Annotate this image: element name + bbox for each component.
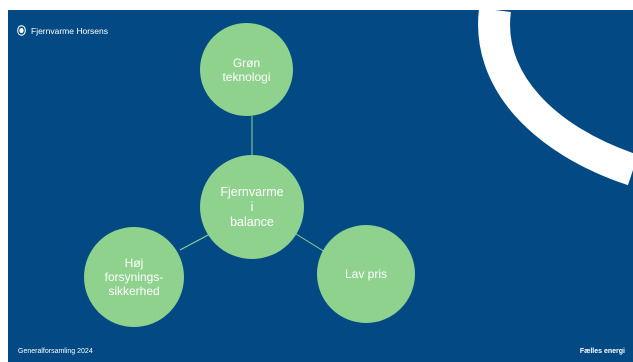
node-center: Fjernvarme i balance: [200, 155, 304, 259]
node-center-label: Fjernvarme i balance: [220, 184, 284, 229]
decorative-arc: [478, 10, 633, 186]
footer-event: Generalforsamling 2024: [18, 348, 93, 355]
slide: Fjernvarme Horsens Grøn teknologi Fjernv…: [8, 10, 633, 362]
fjernvarme-logo-icon: [17, 25, 26, 36]
brand: Fjernvarme Horsens: [17, 25, 108, 36]
footer-tagline: Fælles energi: [579, 348, 625, 355]
connector-left: [179, 233, 211, 251]
brand-name: Fjernvarme Horsens: [31, 25, 108, 36]
connector-right: [295, 233, 326, 253]
node-right: Lav pris: [317, 225, 415, 323]
node-top: Grøn teknologi: [200, 23, 293, 116]
node-left-label: Høj forsynings- sikkerhed: [104, 256, 164, 298]
node-right-label: Lav pris: [344, 267, 388, 281]
diagram-connectors: [179, 116, 326, 253]
node-top-label: Grøn teknologi: [222, 55, 271, 84]
node-left: Høj forsynings- sikkerhed: [84, 227, 184, 327]
